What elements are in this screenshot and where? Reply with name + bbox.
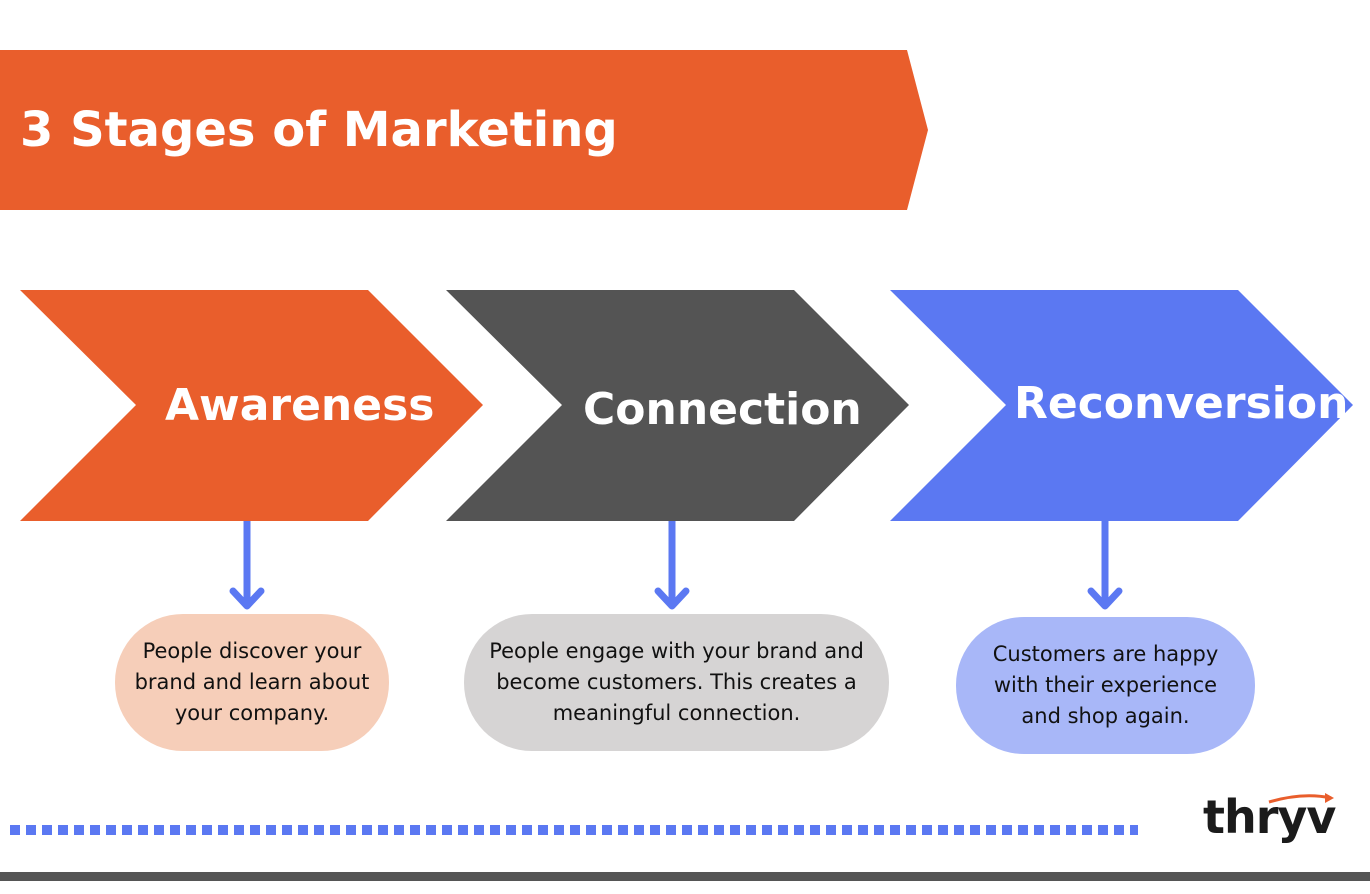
chevron-shape [890,290,1353,521]
logo-swoosh-icon [1268,793,1334,804]
stage-connection: Connection [446,290,909,521]
dotted-divider [10,825,1138,835]
stage-reconversion: Reconversion [890,290,1353,521]
stage-label-awareness: Awareness [165,380,435,431]
stage-label-reconversion: Reconversion [1014,378,1349,429]
arrow-down-icon [1087,521,1123,610]
bottom-bar [0,872,1370,881]
description-reconversion: Customers are happy with their experienc… [956,617,1255,754]
banner-shape [0,50,928,210]
stage-label-connection: Connection [583,384,862,435]
arrow-down-icon [229,521,265,610]
chevron-shape [20,290,483,521]
logo-wordmark: thryv [1203,790,1336,844]
description-connection: People engage with your brand and become… [464,614,889,751]
title-banner [0,50,928,210]
page-title: 3 Stages of Marketing [20,102,618,158]
chevron-shape [446,290,909,521]
description-awareness: People discover your brand and learn abo… [115,614,389,751]
thryv-logo: thryv [1203,788,1338,846]
arrow-down-icon [654,521,690,610]
stage-awareness: Awareness [20,290,483,521]
